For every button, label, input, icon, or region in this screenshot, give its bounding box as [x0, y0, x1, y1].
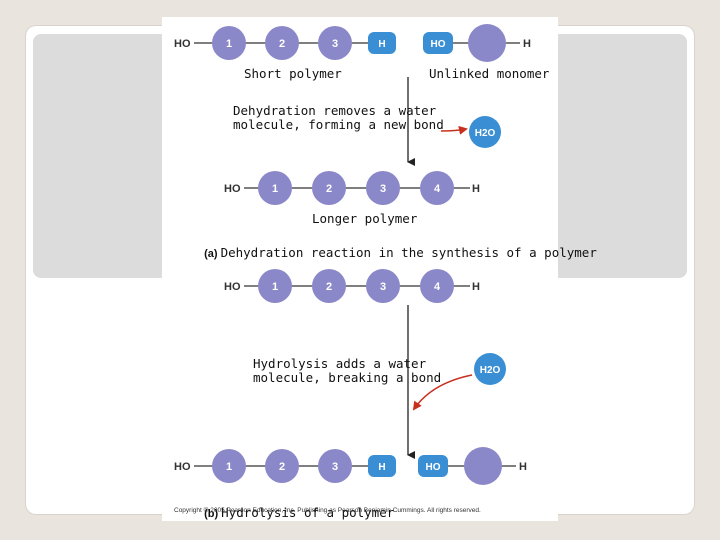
- chain-end-ho: HO: [224, 183, 241, 195]
- longer-polymer-chain-b: HO 1 2 3 4 H: [224, 269, 480, 303]
- caption-b-tag: (b): [204, 508, 219, 520]
- label-unlinked-monomer: Unlinked monomer: [429, 66, 550, 81]
- monomer-label: 4: [434, 183, 441, 195]
- water-molecule-a: [469, 116, 501, 148]
- monomer-2: [265, 26, 299, 60]
- chain-end-ho: HO: [224, 281, 241, 293]
- caption-a-tag: (a): [204, 248, 218, 260]
- bond-h-tag: [368, 455, 396, 477]
- monomer-end-h: H: [519, 461, 527, 473]
- monomer-label: 3: [380, 183, 386, 195]
- monomer-4: [420, 269, 454, 303]
- monomer-2: [312, 171, 346, 205]
- short-polymer-chain-b: HO 1 2 3 H: [174, 449, 396, 483]
- monomer-3: [318, 449, 352, 483]
- chain-end-h: H: [378, 39, 385, 50]
- chain-end-h: H: [378, 462, 385, 473]
- monomer-label: 3: [380, 281, 386, 293]
- short-polymer-chain-a: HO 1 2 3 H: [174, 26, 396, 60]
- monomer-label: 1: [272, 281, 278, 293]
- monomer-label: 2: [326, 183, 332, 195]
- water-label: H2O: [475, 128, 496, 139]
- monomer-label: 4: [434, 281, 441, 293]
- monomer-label: 3: [332, 461, 338, 473]
- water-addition-arrow: [412, 374, 473, 411]
- water-release-arrow: [440, 125, 468, 135]
- hydrolysis-text-line1: Hydrolysis adds a water: [253, 356, 427, 371]
- monomer-label: 1: [226, 38, 232, 50]
- monomer-1: [212, 449, 246, 483]
- dehydration-text-line2: molecule, forming a new bond: [233, 117, 444, 132]
- monomer-label: 2: [279, 38, 285, 50]
- free-monomer: [468, 24, 506, 62]
- monomer-3: [318, 26, 352, 60]
- chain-end-ho: HO: [174, 38, 191, 50]
- monomer-2: [312, 269, 346, 303]
- bond-h-tag: [368, 32, 396, 54]
- monomer-3: [366, 171, 400, 205]
- unlinked-monomer-a: HO H: [423, 24, 531, 62]
- longer-polymer-chain-a: HO 1 2 3 4 H: [224, 171, 480, 205]
- chain-end-h: H: [472, 281, 480, 293]
- chain-end-ho: HO: [174, 461, 191, 473]
- free-monomer: [464, 447, 502, 485]
- monomer-label: 1: [226, 461, 232, 473]
- water-molecule-b: [474, 353, 506, 385]
- bond-ho-tag: [418, 455, 448, 477]
- monomer-3: [366, 269, 400, 303]
- water-label: H2O: [480, 365, 501, 376]
- hydrolysis-text-line2: molecule, breaking a bond: [253, 370, 442, 385]
- label-short-polymer: Short polymer: [244, 66, 342, 81]
- chain-end-h: H: [472, 183, 480, 195]
- caption-b-text: Hydrolysis of a polymer: [221, 505, 395, 520]
- diagram-canvas: HO 1 2 3 H HO H H2O HO 1: [174, 24, 531, 485]
- unlinked-monomer-b: HO H: [418, 447, 527, 485]
- monomer-4: [420, 171, 454, 205]
- monomer-label: 1: [272, 183, 278, 195]
- monomer-1: [258, 171, 292, 205]
- monomer-end-ho: HO: [431, 39, 446, 50]
- caption-b: (b)Hydrolysis of a polymer: [174, 490, 394, 535]
- caption-a-text: Dehydration reaction in the synthesis of…: [220, 245, 597, 260]
- dehydration-text-line1: Dehydration removes a water: [233, 103, 437, 118]
- polymer-figure: HO 1 2 3 H HO H H2O HO 1: [162, 17, 597, 521]
- monomer-end-h: H: [523, 38, 531, 50]
- monomer-end-ho: HO: [426, 462, 441, 473]
- monomer-1: [212, 26, 246, 60]
- monomer-label: 3: [332, 38, 338, 50]
- copyright-notice: Copyright © 2005 Pearson Education, Inc.…: [174, 507, 481, 514]
- monomer-label: 2: [326, 281, 332, 293]
- bond-ho-tag: [423, 32, 453, 54]
- caption-a: (a)Dehydration reaction in the synthesis…: [174, 230, 597, 275]
- label-longer-polymer: Longer polymer: [312, 211, 418, 226]
- monomer-2: [265, 449, 299, 483]
- monomer-label: 2: [279, 461, 285, 473]
- monomer-1: [258, 269, 292, 303]
